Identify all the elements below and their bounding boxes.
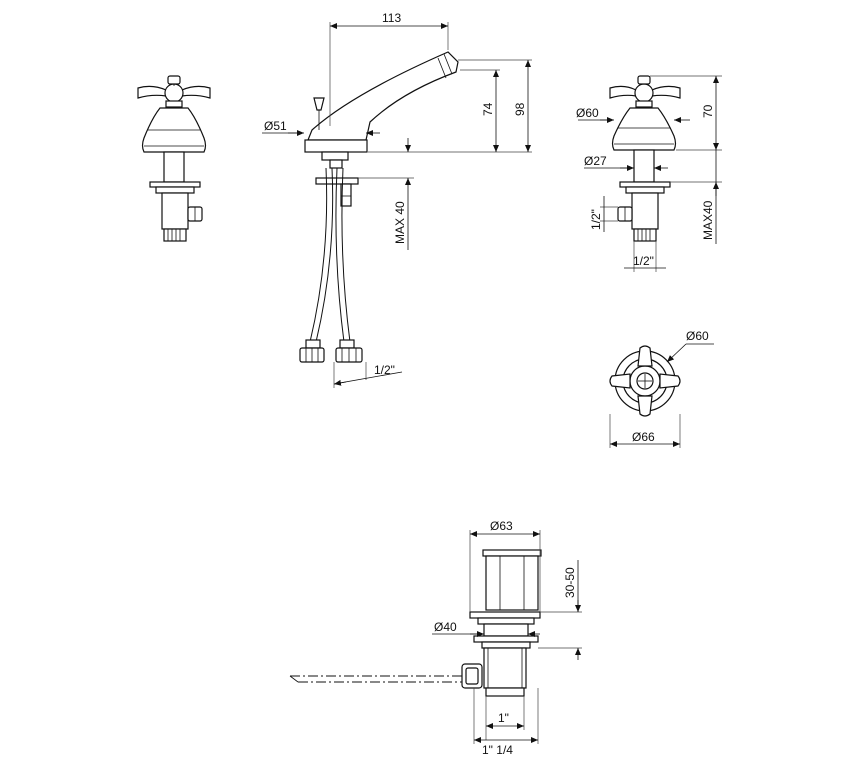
spout-side-view <box>299 51 459 363</box>
dim-handle-shank-diameter: Ø27 <box>584 154 607 168</box>
dim-drain-body-diameter: Ø40 <box>434 620 457 634</box>
hose-nut-right-icon <box>335 339 363 363</box>
right-handle-dimensions: Ø60 Ø27 70 MAX40 1/2" 1/2" <box>576 75 722 272</box>
dim-handle-bottom-thread: 1/2" <box>633 254 654 268</box>
dim-drain-cap-diameter: Ø63 <box>490 519 513 533</box>
dim-top-inner-diameter: Ø60 <box>686 329 709 343</box>
dim-hose-thread: 1/2" <box>374 363 395 377</box>
handle-top-view: Ø66 Ø60 <box>609 329 714 448</box>
dim-spout-height-inner: 74 <box>481 102 495 116</box>
cross-handle-right-icon <box>609 75 681 108</box>
dim-spout-height-total: 98 <box>513 102 527 116</box>
left-handle-side-view <box>137 75 211 242</box>
drain-dimensions: Ø63 30-50 Ø40 1" 1" 1/4 <box>432 519 582 757</box>
dim-spout-length: 113 <box>382 11 401 25</box>
right-handle-side-view <box>609 75 681 242</box>
dim-handle-max-thickness: MAX40 <box>701 200 715 240</box>
dim-top-outer-diameter: Ø66 <box>632 430 655 444</box>
dim-drain-range: 30-50 <box>563 567 577 598</box>
cross-handle-icon <box>137 75 211 108</box>
pop-up-drain <box>289 549 542 697</box>
dim-handle-height: 70 <box>701 104 715 118</box>
dim-drain-thread-inner: 1" <box>498 711 509 725</box>
dim-handle-body-diameter: Ø60 <box>576 106 599 120</box>
dim-spout-base-diameter: Ø51 <box>264 119 287 133</box>
spout-dimensions: 113 74 98 Ø51 MAX 40 1/2" <box>262 11 532 388</box>
dim-drain-thread-outer: 1" 1/4 <box>482 743 513 757</box>
dim-handle-side-thread: 1/2" <box>589 209 603 230</box>
hose-nut-left-icon <box>299 339 325 363</box>
dim-spout-max-thickness: MAX 40 <box>393 201 407 244</box>
lever-knob-icon <box>313 97 325 130</box>
